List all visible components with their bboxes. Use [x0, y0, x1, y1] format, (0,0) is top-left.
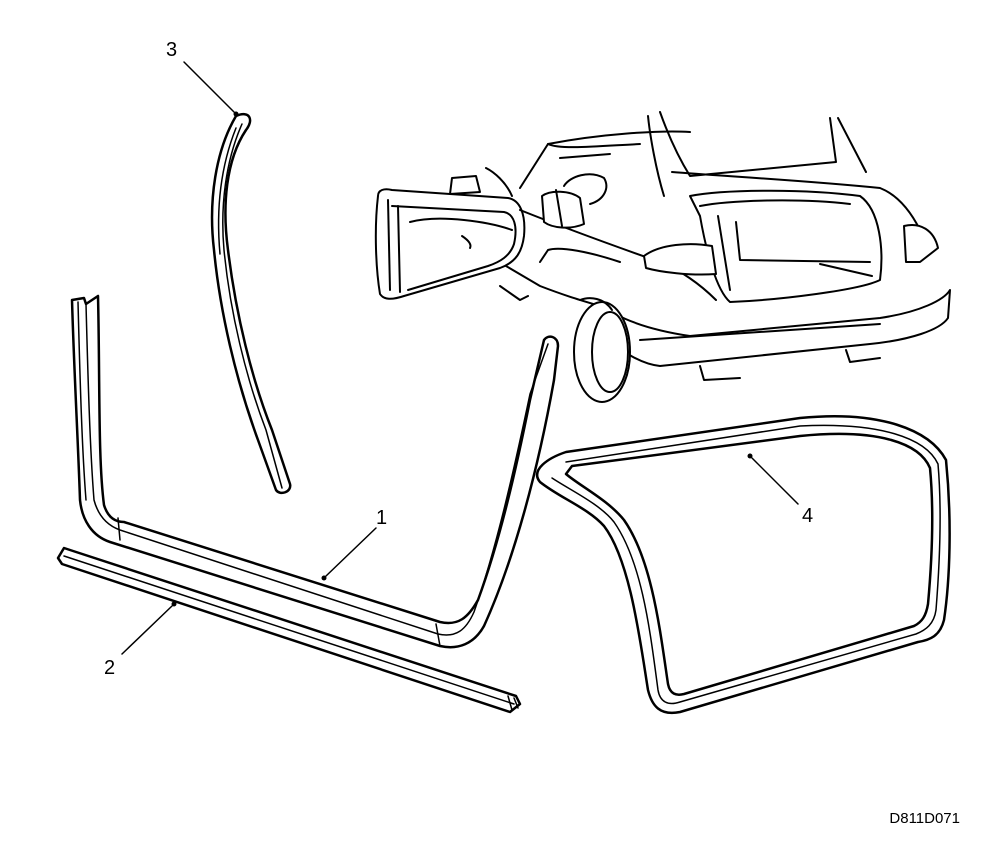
leader-line-2: [121, 605, 173, 655]
leader-line-3: [183, 61, 235, 113]
callout-label-3: 3: [166, 39, 178, 61]
part-2-sill-strip: [56, 546, 522, 714]
part-4-boot-seal: [536, 414, 951, 715]
part-3-pillar-seal: [210, 113, 292, 495]
leader-line-4: [751, 457, 799, 505]
leader-dot-1: [321, 575, 327, 581]
leader-lines: [121, 61, 799, 655]
part-1-door-opening-seal: [70, 294, 560, 649]
car-illustration: [374, 111, 951, 403]
leader-dot-3: [233, 111, 239, 117]
reference-code: D811D071: [889, 810, 960, 827]
leader-dot-2: [171, 601, 177, 607]
leader-line-1: [325, 527, 377, 577]
callout-label-4: 4: [802, 505, 814, 527]
leader-dot-4: [747, 453, 753, 459]
callout-label-1: 1: [376, 507, 388, 529]
callout-label-2: 2: [104, 657, 116, 679]
